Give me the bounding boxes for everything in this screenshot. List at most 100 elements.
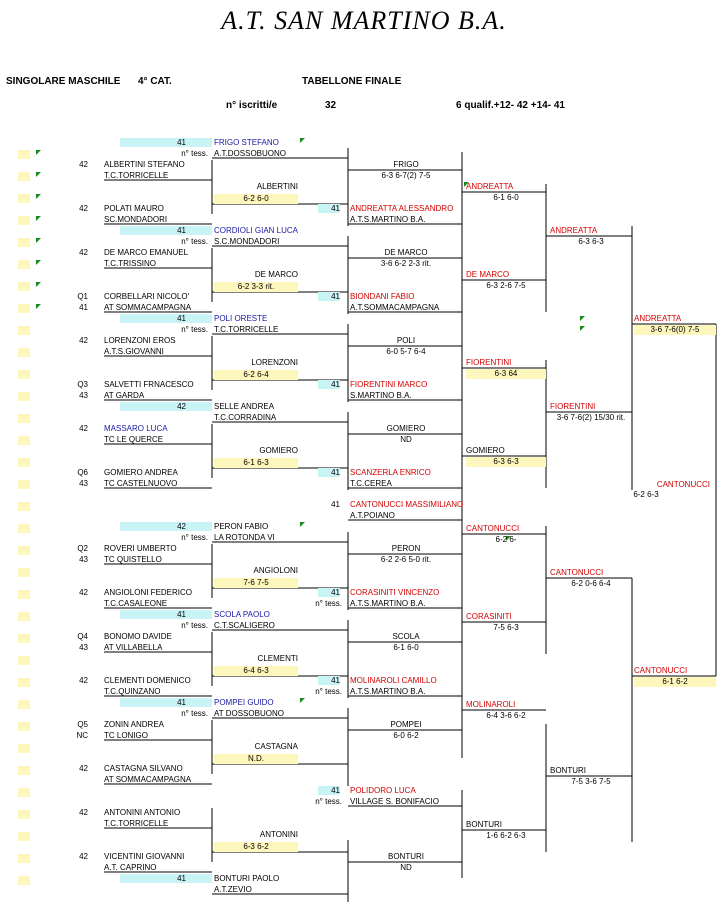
seed-cell xyxy=(318,588,340,597)
seed-name: BIONDANI FABIO xyxy=(350,292,415,301)
comment-flag-icon xyxy=(36,216,41,221)
status-cell xyxy=(18,326,30,335)
seed-rank: 41 xyxy=(331,204,340,213)
status-cell xyxy=(18,282,30,291)
entry-club: TC LE QUERCE xyxy=(104,435,164,444)
seed-cell xyxy=(318,292,340,301)
status-cell xyxy=(18,216,30,225)
entry-name: SALVETTI FRNACESCO xyxy=(104,380,194,389)
status-cell xyxy=(18,854,30,863)
r1-winner: ANGIOLONI xyxy=(253,566,298,575)
entry-name: POLATI MAURO xyxy=(104,204,164,213)
entry-club: TC CASTELNUOVO xyxy=(104,479,178,488)
entry-name: ANTONINI ANTONIO xyxy=(104,808,181,817)
entry-club: A.T. CAPRINO xyxy=(104,863,157,872)
entry-name: PERON FABIO xyxy=(214,522,269,531)
entry-club: AT VILLABELLA xyxy=(104,643,163,652)
status-cell xyxy=(18,832,30,841)
entry-rank: 42 xyxy=(79,764,88,773)
seed-tess-label: n° tess. xyxy=(315,687,342,696)
status-cell xyxy=(18,656,30,665)
comment-flag-icon xyxy=(300,698,305,703)
seed-club: T.C.CEREA xyxy=(350,479,392,488)
entry-rank: 42 xyxy=(79,160,88,169)
r1-winner: ALBERTINI xyxy=(256,182,298,191)
entry-name: SCOLA PAOLO xyxy=(214,610,270,619)
seed-club: A.T.S.MARTINO B.A. xyxy=(350,687,426,696)
status-cell xyxy=(18,502,30,511)
r5-score: 6-1 6-2 xyxy=(634,677,716,687)
r3-winner: GOMIERO xyxy=(466,446,505,455)
entry-qualifier: Q3 xyxy=(77,380,88,389)
r3-score: 6-3 6-3 xyxy=(466,457,546,467)
entry-tess-label: n° tess. xyxy=(181,621,208,630)
status-cell xyxy=(18,722,30,731)
entry-rank: 42 xyxy=(177,402,186,411)
entry-name: LORENZONI EROS xyxy=(104,336,176,345)
entry-club: A.T.S.GIOVANNI xyxy=(104,347,164,356)
status-cell xyxy=(18,436,30,445)
status-cell xyxy=(18,876,30,885)
entry-rank: 43 xyxy=(79,555,88,564)
entry-club: T.C.TRISSINO xyxy=(104,259,157,268)
entry-name: POLI ORESTE xyxy=(214,314,268,323)
comment-flag-icon xyxy=(300,138,305,143)
seed-rank: 41 xyxy=(331,380,340,389)
entry-club: T.C.QUINZANO xyxy=(104,687,161,696)
entry-rank: 41 xyxy=(177,874,186,883)
entry-rank: 42 xyxy=(79,248,88,257)
r1-winner: GOMIERO xyxy=(259,446,298,455)
r4-score: 6-2 0-6 6-4 xyxy=(571,579,611,588)
entry-name: BONOMO DAVIDE xyxy=(104,632,172,641)
status-cell xyxy=(18,612,30,621)
comment-flag-icon xyxy=(464,182,469,187)
status-cell xyxy=(18,194,30,203)
r1-score: 6-3 6-2 xyxy=(214,842,298,852)
r3-winner: DE MARCO xyxy=(466,270,510,279)
entry-club: S.C.MONDADORI xyxy=(214,237,280,246)
entry-name: ALBERTINI STEFANO xyxy=(104,160,185,169)
seed-rank: 41 xyxy=(331,786,340,795)
seed-cell xyxy=(120,610,212,619)
r1-score: 6-2 6-4 xyxy=(214,370,298,380)
comment-flag-icon xyxy=(506,536,511,541)
entry-club: T.C.CORRADINA xyxy=(214,413,277,422)
seed-cell xyxy=(318,676,340,685)
r1-score: 6-2 6-0 xyxy=(214,194,298,204)
entry-qualifier: Q4 xyxy=(77,632,88,641)
entry-rank: 43 xyxy=(79,391,88,400)
r1-score: N.D. xyxy=(214,754,298,764)
seed-cell xyxy=(120,522,212,531)
r3-winner: ANDREATTA xyxy=(466,182,514,191)
board-title: TABELLONE FINALE xyxy=(302,76,402,87)
seed-cell xyxy=(318,204,340,213)
status-cell xyxy=(18,304,30,313)
r2-winner: FRIGO xyxy=(393,160,419,169)
seed-rank: 41 xyxy=(331,292,340,301)
seed-name: CANTONUCCI MASSIMILIANO xyxy=(350,500,464,509)
r3-score: 6-3 2-6 7-5 xyxy=(486,281,526,290)
status-cell xyxy=(18,766,30,775)
r3-score: 6-3 64 xyxy=(466,369,546,379)
entry-name: SELLE ANDREA xyxy=(214,402,275,411)
r1-winner: CASTAGNA xyxy=(254,742,298,751)
r4-winner: ANDREATTA xyxy=(550,226,598,235)
comment-flag-icon xyxy=(36,238,41,243)
entry-rank: 42 xyxy=(79,588,88,597)
entry-rank: NC xyxy=(76,731,88,740)
status-cell xyxy=(18,414,30,423)
status-cell xyxy=(18,238,30,247)
comment-flag-icon xyxy=(36,304,41,309)
status-cell xyxy=(18,634,30,643)
r1-winner: DE MARCO xyxy=(254,270,298,279)
status-cell xyxy=(18,150,30,159)
entries-count: 32 xyxy=(325,100,337,111)
seed-name: FIORENTINI MARCO xyxy=(350,380,428,389)
entry-club: SC.MONDADORI xyxy=(104,215,168,224)
comment-flag-icon xyxy=(36,260,41,265)
r1-score: 7-6 7-5 xyxy=(214,578,298,588)
entry-club: LA ROTONDA VI xyxy=(214,533,275,542)
status-cell xyxy=(18,590,30,599)
status-cell xyxy=(18,678,30,687)
